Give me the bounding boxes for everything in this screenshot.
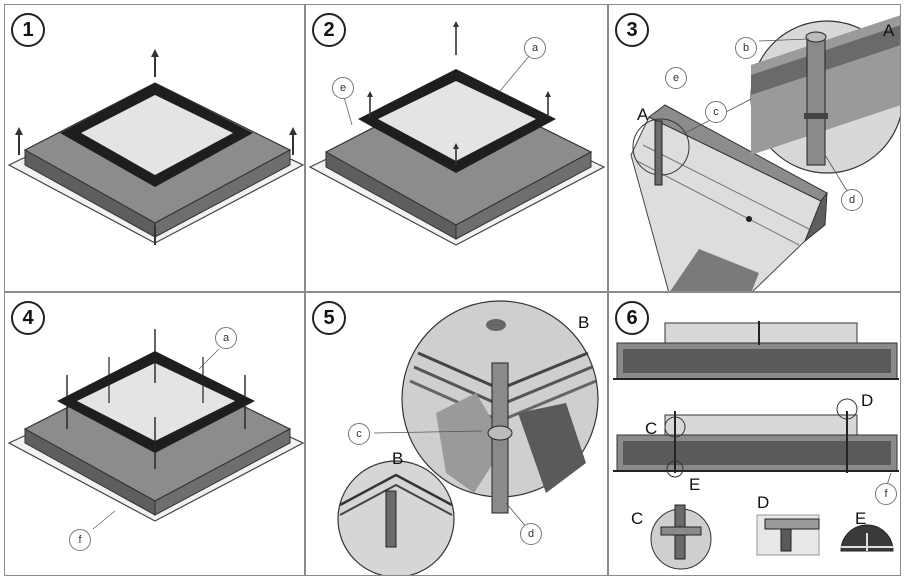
callout-a: a: [215, 327, 237, 349]
zoom-label-a: A: [883, 21, 895, 40]
zoom-label-c: C: [631, 509, 644, 528]
zoom-label-a: A: [637, 105, 649, 124]
panel-step-1: 1: [4, 4, 305, 292]
step-number-badge: 1: [11, 13, 45, 47]
zoom-label-e: E: [855, 509, 867, 528]
callout-a: a: [524, 37, 546, 59]
callout-e: e: [665, 67, 687, 89]
step-3-illustration: [630, 15, 900, 291]
panel-step-5: 5 c d B B: [305, 292, 608, 576]
callout-d: d: [520, 523, 542, 545]
step-5-illustration: [337, 300, 599, 575]
zoom-label-d: D: [861, 391, 874, 410]
panel-step-2: 2 a e: [305, 4, 608, 292]
callout-f: f: [69, 529, 91, 551]
step-number-badge: 6: [615, 301, 649, 335]
panel-step-3: 3 b e c d A A: [608, 4, 901, 292]
zoom-label-e: E: [689, 475, 701, 494]
zoom-label-b: B: [578, 313, 590, 332]
callout-e: e: [332, 77, 354, 99]
zoom-label-b: B: [392, 449, 404, 468]
step-2-illustration: [308, 21, 606, 246]
panel-step-6: 6 C D E f C D E: [608, 292, 901, 576]
zoom-label-d: D: [757, 493, 770, 512]
callout-f: f: [875, 483, 897, 505]
panel-step-4: 4 a f: [4, 292, 305, 576]
step-number-badge: 5: [312, 301, 346, 335]
callout-d: d: [841, 189, 863, 211]
step-6-illustration: [613, 321, 899, 570]
zoom-label-c: C: [645, 419, 658, 438]
step-4-illustration: [7, 329, 304, 530]
callout-c: c: [348, 423, 370, 445]
step-1-illustration: [7, 49, 304, 245]
callout-b: b: [735, 37, 757, 59]
step-number-badge: 2: [312, 13, 346, 47]
callout-c: c: [705, 101, 727, 123]
step-number-badge: 4: [11, 301, 45, 335]
step-number-badge: 3: [615, 13, 649, 47]
